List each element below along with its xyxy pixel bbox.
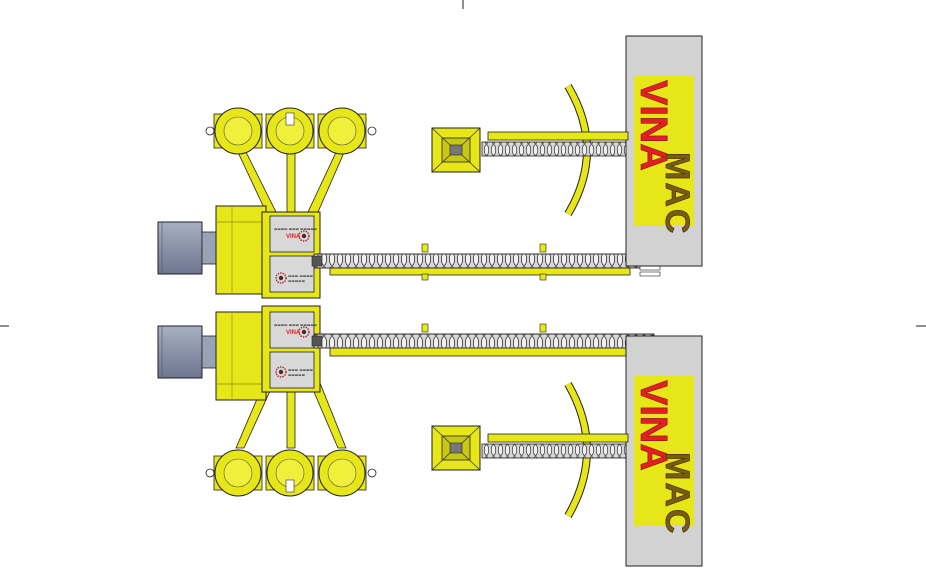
svg-text:▬▬▬▬▬: ▬▬▬▬▬ [288,373,306,377]
screw-conveyor-upper [311,243,661,281]
brand-text: VINA [632,380,674,471]
control-box-brand: VINA [286,330,301,336]
hopper [317,107,377,155]
hopper-chutes [235,147,347,213]
hopper [265,107,315,155]
upper-machine-unit: ▬▬▬▬ ▬▬▬ ▬▬▬▬▬ VINA ▬▬▬ ▬▬▬▬ ▬▬▬▬▬ [157,35,703,299]
svg-text:▬▬▬ ▬▬▬▬: ▬▬▬ ▬▬▬▬ [288,368,314,372]
lower-machine-unit: ▬▬▬▬ ▬▬▬ ▬▬▬▬▬ VINA ▬▬▬ ▬▬▬▬ ▬▬▬▬▬ VINA … [157,305,703,567]
control-box-upper-bottom: ▬▬▬ ▬▬▬▬ ▬▬▬▬▬ [269,255,315,293]
hopper-group-upper [205,107,377,213]
control-box-upper-top: ▬▬▬▬ ▬▬▬ ▬▬▬▬▬ VINA [269,215,318,253]
motor-upper [157,221,217,275]
brand-text: VINA [632,80,674,171]
hopper [265,449,315,497]
screw-conveyor-lower [311,323,655,357]
hopper [205,449,263,497]
hopper-group-lower [205,377,377,497]
svg-text:▬▬▬▬ ▬▬▬ ▬▬▬▬▬: ▬▬▬▬ ▬▬▬ ▬▬▬▬▬ [274,227,318,231]
brand-panel-lower: VINA MAC [625,335,703,567]
svg-text:▬▬▬▬ ▬▬▬ ▬▬▬▬▬: ▬▬▬▬ ▬▬▬ ▬▬▬▬▬ [274,323,318,327]
brand-subtext: MAC [658,152,696,235]
control-box-lower-bottom: ▬▬▬ ▬▬▬▬ ▬▬▬▬▬ [269,351,315,389]
control-box-lower-top: ▬▬▬▬ ▬▬▬ ▬▬▬▬▬ VINA [269,311,318,349]
svg-text:▬▬▬ ▬▬▬▬: ▬▬▬ ▬▬▬▬ [288,274,314,278]
hopper [317,449,377,497]
brand-subtext: MAC [658,452,696,535]
control-box-brand: VINA [286,234,301,240]
brand-panel-upper: VINA MAC [625,35,703,267]
aux-feeder-upper [431,83,629,217]
hopper [205,107,263,155]
motor-lower [157,325,217,379]
aux-feeder-lower [431,382,629,518]
svg-text:▬▬▬▬▬: ▬▬▬▬▬ [288,279,306,283]
registration-marks [0,0,926,327]
